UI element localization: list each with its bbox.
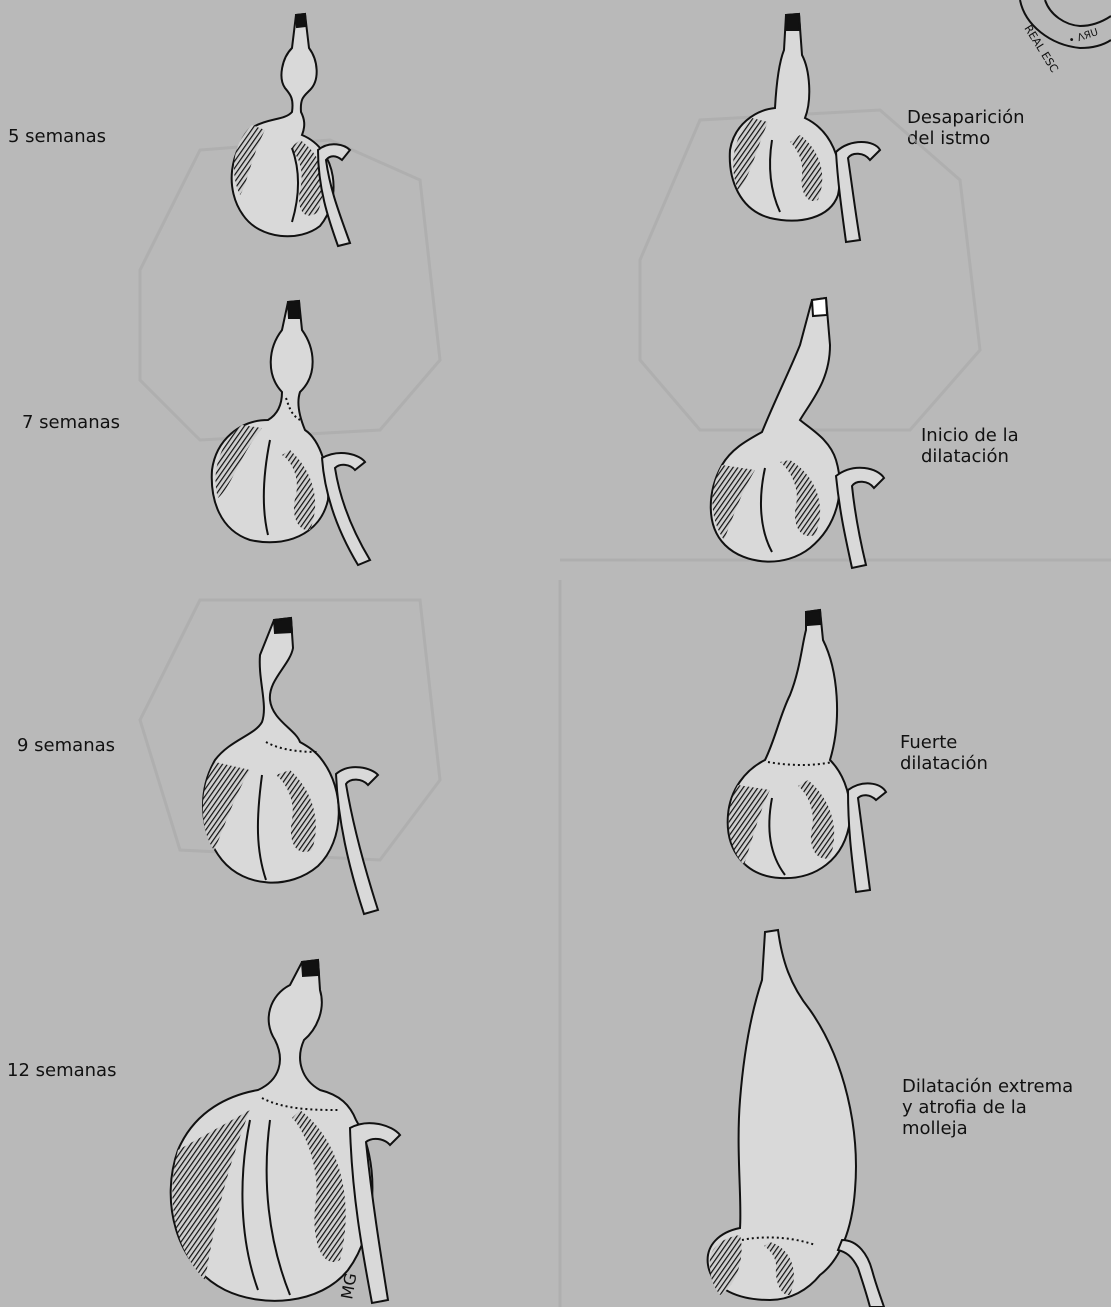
- stomach-right-inicio-dilatacion: [711, 298, 884, 568]
- svg-text:REAL ESC: REAL ESC: [1021, 23, 1060, 75]
- stomach-left-9-semanas: [203, 618, 378, 914]
- stomach-right-dilatacion-extrema: [708, 930, 884, 1307]
- stomach-right-desaparicion-istmo: [730, 14, 880, 242]
- svg-text:• ɅЯU: • ɅЯU: [1068, 27, 1100, 47]
- library-seal-logo: REAL ESC • ɅЯU: [1020, 0, 1111, 75]
- stomach-left-5-semanas: [232, 14, 350, 246]
- stomach-right-fuerte-dilatacion: [728, 610, 886, 892]
- signature-mg: MG: [337, 1272, 360, 1301]
- stomach-left-12-semanas: MG: [171, 960, 400, 1303]
